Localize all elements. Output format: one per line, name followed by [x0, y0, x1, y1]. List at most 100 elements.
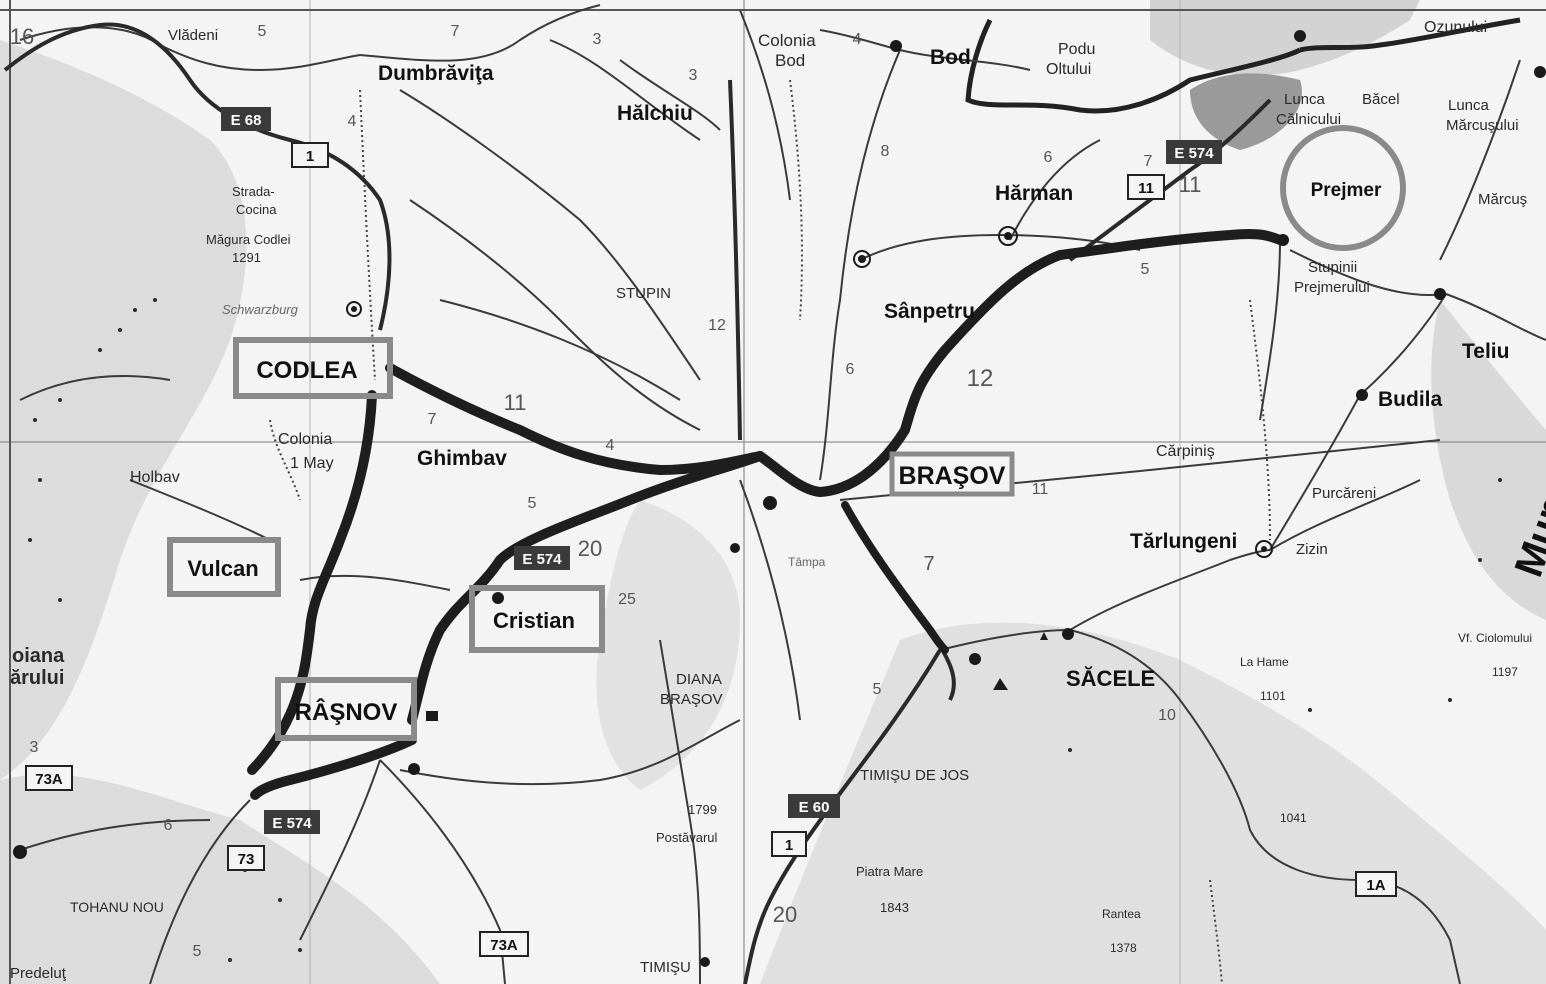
- highlight-box-rasnov: RÂŞNOV: [275, 677, 417, 741]
- km-label: 12: [967, 365, 994, 392]
- map-label-elev-1041: 1041: [1280, 811, 1307, 825]
- km-label: 7: [923, 553, 934, 575]
- svg-text:E 574: E 574: [272, 815, 312, 832]
- map-label-schwarzburg: Schwarzburg: [222, 302, 299, 317]
- map-label-marcus: Mărcuş: [1478, 191, 1527, 208]
- km-label: 5: [193, 943, 202, 960]
- svg-text:1: 1: [785, 837, 793, 854]
- km-label: 11: [1179, 172, 1202, 197]
- highlight-box-vulcan: Vulcan: [167, 537, 281, 597]
- highlight-box-codlea: CODLEA: [233, 337, 393, 399]
- km-label: 20: [578, 536, 602, 561]
- km-label: 7: [1144, 153, 1153, 170]
- svg-text:E 60: E 60: [799, 799, 830, 816]
- km-label: 16: [10, 24, 34, 49]
- road-shield-e574-sw: E 574: [264, 810, 320, 834]
- road-shield-dn73a-south: 73A: [479, 931, 529, 957]
- map-label-tarlungeni: Tărlungeni: [1130, 530, 1237, 553]
- svg-text:73A: 73A: [490, 937, 518, 954]
- km-label: 7: [451, 23, 460, 40]
- svg-text:Vulcan: Vulcan: [187, 556, 258, 581]
- map-label-vladeni: Vlădeni: [168, 27, 218, 44]
- km-label: 25: [618, 591, 636, 608]
- map-label-holbav: Holbav: [130, 469, 180, 486]
- map-label-tohanu-nou: TOHANU NOU: [70, 899, 164, 915]
- highlight-box-cristian: Cristian: [469, 585, 605, 653]
- km-label: 5: [528, 495, 537, 512]
- map-label-tampa: Tâmpa: [788, 555, 826, 569]
- svg-text:CODLEA: CODLEA: [256, 357, 357, 384]
- road-shields: E 68 E 574 E 574 E 574 E 60 1 1 11: [25, 107, 1397, 957]
- svg-text:RÂŞNOV: RÂŞNOV: [295, 698, 398, 726]
- map-label-bacel: Băcel: [1362, 91, 1400, 108]
- town-labels: Dumbrăviţa Hălchiu Bod Hărman Sânpetru G…: [378, 46, 1509, 691]
- km-label: 6: [846, 361, 855, 378]
- svg-text:E 574: E 574: [1174, 145, 1214, 162]
- svg-text:1: 1: [306, 148, 314, 165]
- km-label: 8: [881, 143, 890, 160]
- map-label-stupin: STUPIN: [616, 285, 671, 302]
- svg-text:BRAŞOV: BRAŞOV: [899, 462, 1006, 490]
- map-label-carpinis: Cărpiniş: [1156, 443, 1215, 460]
- map-label-strada-cocina: Strada-Cocina: [232, 184, 277, 217]
- settlement-symbols: [13, 30, 1546, 967]
- km-label: 5: [1141, 261, 1150, 278]
- km-label: 11: [1032, 481, 1049, 498]
- railway-lines: [269, 79, 1271, 984]
- km-label: 10: [1158, 707, 1176, 724]
- terrain-dots: [28, 298, 1502, 962]
- road-shield-e60: E 60: [788, 794, 840, 818]
- svg-text:E 68: E 68: [231, 112, 262, 129]
- map-label-timisu-de-jos: TIMIŞU DE JOS: [860, 767, 969, 784]
- map-label-predelut: Predeluţ: [10, 965, 67, 982]
- map-label-sanpetru: Sânpetru: [884, 300, 975, 323]
- olt-river: [965, 17, 1521, 114]
- road-shield-dn73a-west: 73A: [25, 765, 73, 791]
- map-label-halchiu: Hălchiu: [617, 102, 693, 125]
- map-label-timisu-de-sus: TIMIŞU: [640, 959, 691, 976]
- km-label: 4: [606, 437, 615, 454]
- km-label: 20: [773, 902, 797, 927]
- km-label: 7: [428, 411, 437, 428]
- svg-text:11: 11: [1138, 180, 1154, 197]
- circled-place-prejmer: Prejmer: [1280, 125, 1406, 251]
- km-label: 3: [593, 31, 602, 48]
- svg-text:73: 73: [238, 851, 255, 868]
- map-label-ozunului: Ozunului: [1424, 19, 1487, 36]
- road-shield-e574-mid: E 574: [514, 546, 570, 570]
- km-label: 11: [504, 390, 527, 415]
- svg-text:73A: 73A: [35, 771, 63, 788]
- svg-text:1A: 1A: [1366, 877, 1385, 894]
- road-shield-dn1-south: 1: [771, 831, 807, 857]
- km-labels: 16 5 7 3 3 4 4 8 6 7 11 5 12 11 12 6 4 5…: [10, 23, 1202, 960]
- map-label-purcareni: Purcăreni: [1312, 485, 1376, 502]
- map-label-budila: Budila: [1378, 388, 1442, 411]
- km-label: 4: [348, 113, 357, 130]
- map-label-ghimbav: Ghimbav: [417, 447, 507, 470]
- km-label: 5: [258, 23, 267, 40]
- road-shield-e68: E 68: [221, 107, 271, 131]
- svg-text:E 574: E 574: [522, 551, 562, 568]
- secondary-roads: [19, 4, 1546, 984]
- km-label: 6: [1044, 149, 1053, 166]
- km-label: 6: [164, 817, 173, 834]
- road-shield-dn1-north: 1: [291, 142, 329, 168]
- highlighted-places: CODLEA Vulcan RÂŞNOV Cristian BRAŞOV: [167, 337, 1015, 741]
- road-shield-dn73: 73: [227, 845, 265, 871]
- km-label: 3: [689, 67, 698, 84]
- water-area: [1190, 73, 1302, 150]
